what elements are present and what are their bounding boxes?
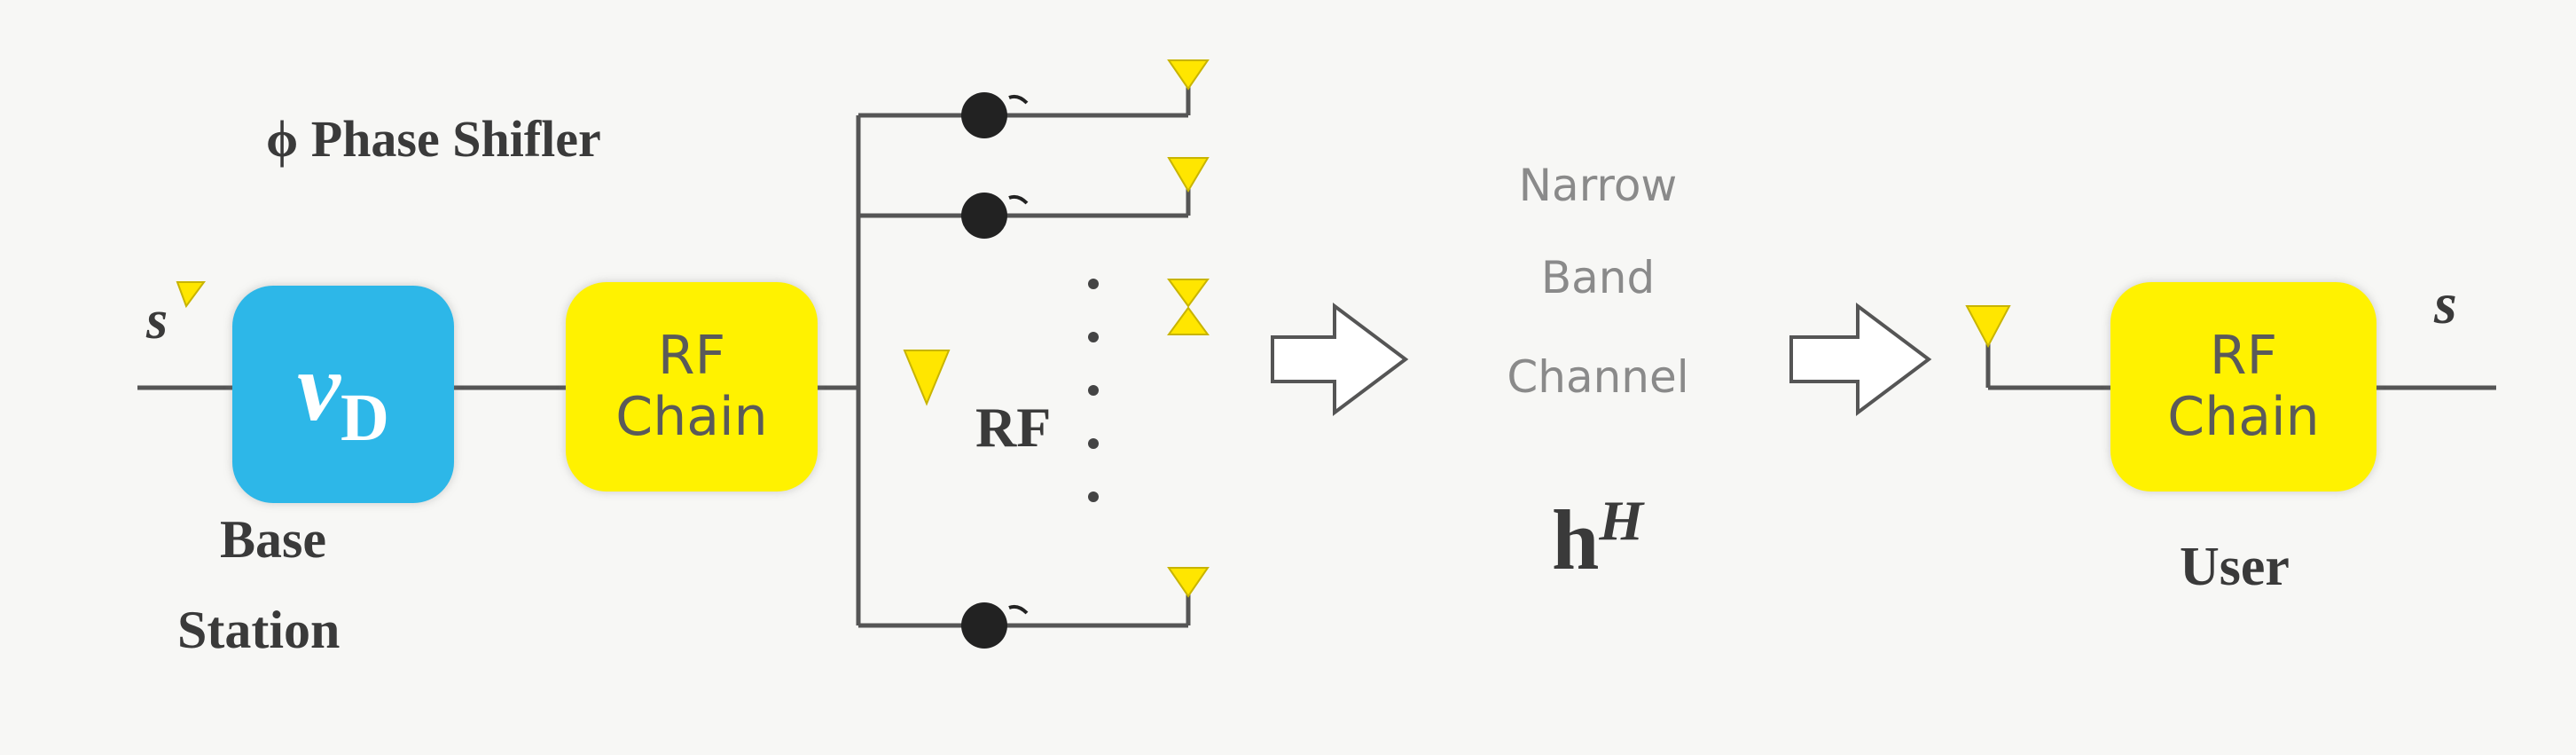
rx-rf-chain-line1: RF: [2209, 325, 2278, 387]
ellipsis-dot: [1088, 385, 1099, 396]
antenna-icon: [903, 350, 951, 406]
precoder-subscript: D: [340, 380, 389, 455]
channel-label-line3: Channel: [1507, 351, 1689, 403]
base-station-label-line1: Base: [220, 510, 326, 569]
ellipsis-dot: [1088, 492, 1099, 502]
tx-rf-chain-block: RF Chain: [566, 282, 818, 492]
antenna-icon: [1167, 279, 1210, 308]
antenna-icon: [1167, 157, 1210, 193]
input-symbol: s: [146, 290, 168, 350]
user-label: User: [2180, 537, 2290, 597]
phase-shifter-n: [961, 602, 1007, 649]
baseband-precoder-block: vD: [232, 286, 454, 503]
rx-antenna-icon: [1965, 305, 2011, 349]
precoder-symbol-main: v: [297, 332, 341, 441]
ellipsis-dot: [1088, 279, 1099, 289]
channel-superscript: H: [1599, 489, 1644, 552]
rx-rf-chain-block: RF Chain: [2110, 282, 2376, 492]
channel-symbol: hH: [1552, 492, 1643, 583]
tx-rf-chain-line1: RF: [657, 325, 726, 387]
channel-symbol-main: h: [1552, 492, 1600, 587]
tx-arrow-icon: [1271, 303, 1409, 416]
rf-label: RF: [975, 396, 1052, 459]
output-symbol: s: [2434, 271, 2457, 336]
input-marker-icon: [176, 281, 206, 309]
antenna-icon: [1167, 306, 1210, 335]
antenna-icon: [1167, 59, 1210, 90]
phase-shifter-1: [961, 92, 1007, 138]
rx-rf-chain-line2: Chain: [2167, 386, 2320, 448]
phase-shifter-2: [961, 193, 1007, 239]
precoder-symbol: vD: [297, 338, 389, 452]
channel-label-line1: Narrow: [1518, 160, 1678, 211]
rx-arrow-icon: [1789, 303, 1932, 416]
antenna-icon: [1167, 567, 1210, 598]
base-station-label-line2: Station: [177, 601, 341, 659]
tx-rf-chain-line2: Chain: [615, 386, 768, 448]
channel-label-line2: Band: [1540, 252, 1656, 303]
phase-shifter-title: ϕ Phase Shifler: [266, 110, 601, 168]
ellipsis-dot: [1088, 332, 1099, 342]
ellipsis-dot: [1088, 438, 1099, 449]
